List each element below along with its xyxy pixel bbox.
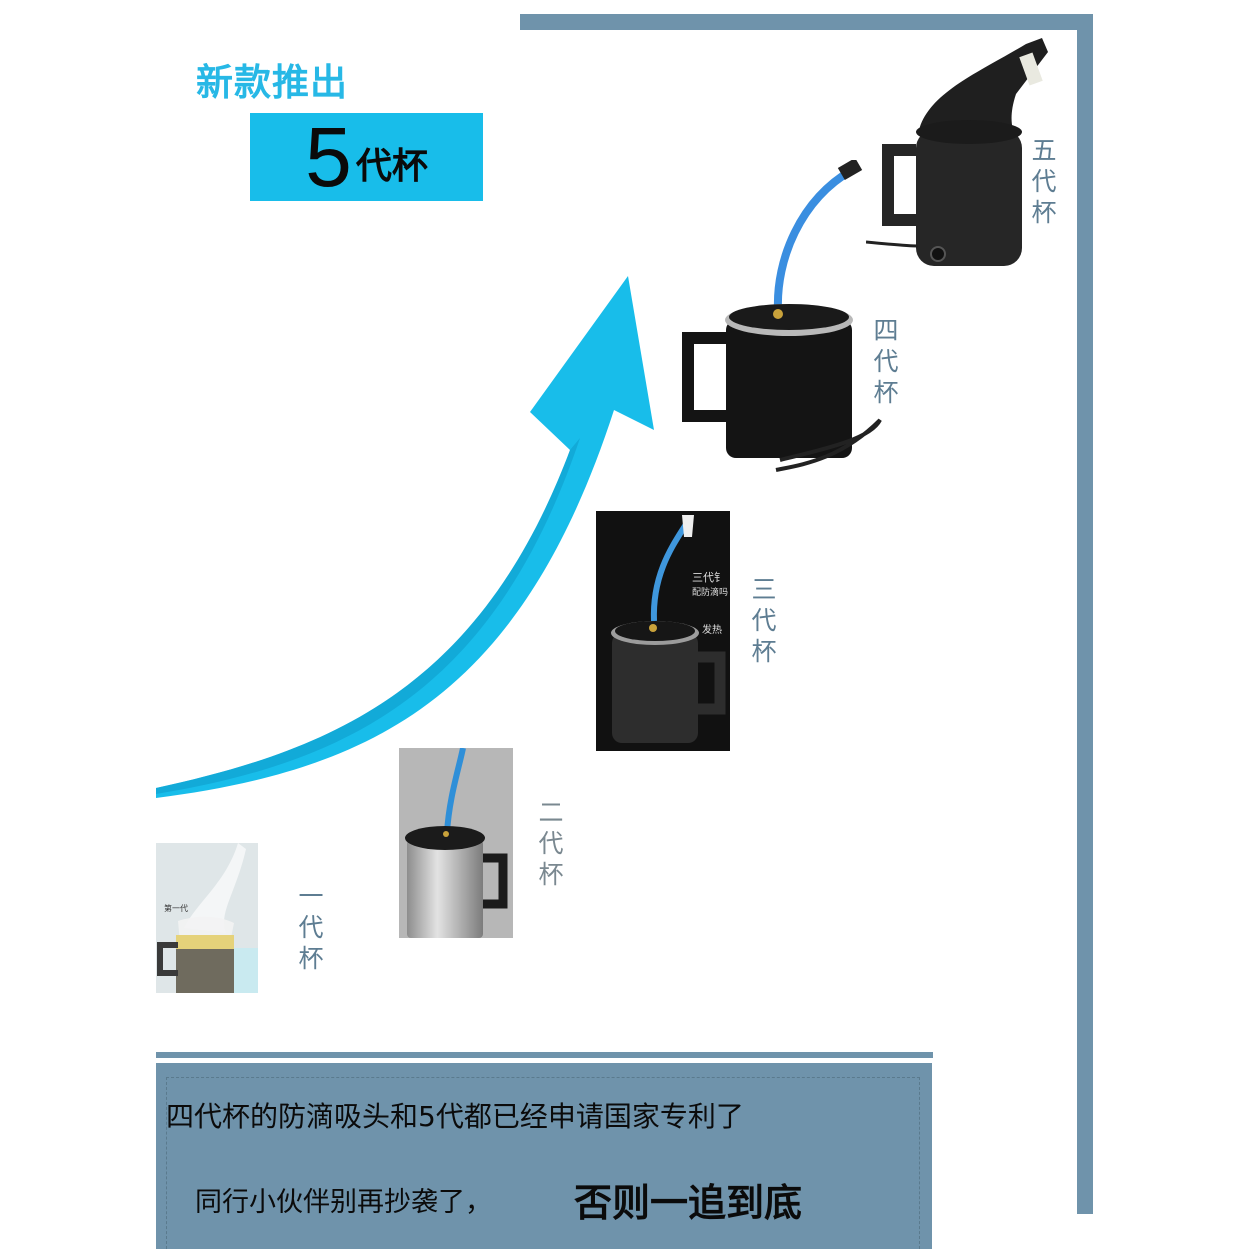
notice-line-2: 同行小伙伴别再抄袭了， — [195, 1187, 492, 1218]
frame-top-border — [520, 14, 1093, 30]
notice-line-1: 四代杯的防滴吸头和5代都已经申请国家专利了 — [166, 1100, 744, 1133]
gen1-label: 一代杯 — [298, 882, 324, 973]
gen3-photo-caption-3: 发热 — [702, 623, 722, 636]
generation-badge: 5 代杯 — [250, 113, 483, 201]
patent-notice-panel — [156, 1063, 932, 1249]
cup-photo-gen3: 三代钅 配防滴吗 发热 — [596, 511, 730, 751]
gen3-photo-caption: 三代钅 — [692, 570, 725, 584]
generation-number: 5 — [305, 110, 352, 204]
growth-arrow-icon — [156, 276, 654, 798]
notice-line-3: 否则一追到底 — [574, 1181, 803, 1225]
gen1-photo-caption: 第一代 — [164, 903, 188, 913]
cup-photo-gen5 — [866, 34, 1066, 274]
notice-dashed-border — [166, 1077, 920, 1249]
cup-photo-gen4 — [680, 160, 890, 480]
gen4-label: 四代杯 — [873, 316, 899, 407]
gen3-label: 三代杯 — [751, 575, 777, 666]
notice-top-line — [156, 1052, 933, 1058]
gen2-label: 二代杯 — [538, 798, 564, 889]
frame-right-border — [1077, 14, 1093, 1214]
generation-suffix: 代杯 — [355, 146, 428, 187]
gen5-label: 五代杯 — [1031, 136, 1057, 227]
headline: 新款推出 — [196, 61, 348, 104]
gen3-photo-caption-2: 配防滴吗 — [692, 586, 728, 598]
cup-photo-gen2 — [399, 748, 513, 938]
cup-photo-gen1: 第一代 — [156, 843, 258, 993]
